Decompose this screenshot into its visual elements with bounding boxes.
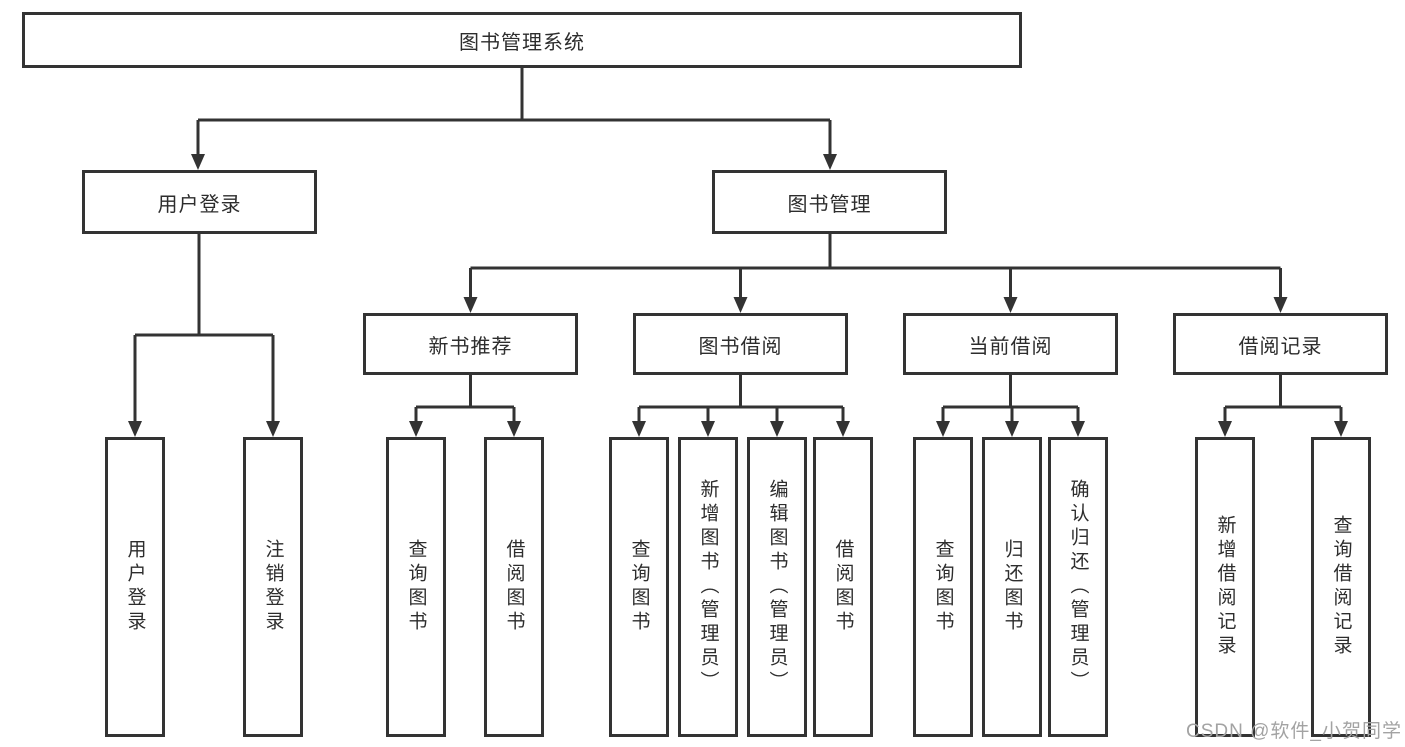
leaf-logout: 注销登录 [243, 437, 303, 737]
leaf-return-books: 归还图书 [982, 437, 1042, 737]
node-current-borrowing: 当前借阅 [903, 313, 1118, 375]
leaf-label: 借阅图书 [503, 539, 525, 635]
leaf-label: 查询图书 [405, 539, 427, 635]
leaf-borrow-books: 借阅图书 [484, 437, 544, 737]
leaf-label: 新增图书（管理员） [697, 479, 719, 695]
leaf-label: 注销登录 [262, 539, 284, 635]
leaf-label: 新增借阅记录 [1214, 515, 1236, 659]
node-label: 借阅记录 [1238, 335, 1323, 358]
leaf-borrow-books: 借阅图书 [813, 437, 873, 737]
leaf-label: 归还图书 [1001, 539, 1023, 635]
leaf-label: 查询借阅记录 [1330, 515, 1352, 659]
leaf-label: 用户登录 [124, 539, 146, 635]
node-book-borrowing: 图书借阅 [633, 313, 848, 375]
leaf-query-books: 查询图书 [913, 437, 973, 737]
node-library-management-system: 图书管理系统 [22, 12, 1022, 68]
leaf-edit-books-admin: 编辑图书（管理员） [747, 437, 807, 737]
leaf-label: 查询图书 [628, 539, 650, 635]
node-new-book-recommendation: 新书推荐 [363, 313, 578, 375]
csdn-watermark: CSDN @软件_小贺同学 [1186, 721, 1402, 742]
leaf-query-borrow-record: 查询借阅记录 [1311, 437, 1371, 737]
node-label: 当前借阅 [968, 335, 1053, 358]
leaf-confirm-return-admin: 确认归还（管理员） [1048, 437, 1108, 737]
leaf-query-books: 查询图书 [609, 437, 669, 737]
node-label: 图书管理 [787, 193, 872, 216]
node-label: 用户登录 [157, 193, 242, 216]
leaf-label: 查询图书 [932, 539, 954, 635]
node-user-login: 用户登录 [82, 170, 317, 234]
node-label: 图书借阅 [698, 335, 783, 358]
node-label: 新书推荐 [428, 335, 513, 358]
leaf-label: 借阅图书 [832, 539, 854, 635]
leaf-add-books-admin: 新增图书（管理员） [678, 437, 738, 737]
node-borrowing-records: 借阅记录 [1173, 313, 1388, 375]
leaf-label: 确认归还（管理员） [1067, 479, 1089, 695]
leaf-user-login: 用户登录 [105, 437, 165, 737]
node-label: 图书管理系统 [459, 31, 585, 54]
leaf-query-books: 查询图书 [386, 437, 446, 737]
node-book-management: 图书管理 [712, 170, 947, 234]
leaf-label: 编辑图书（管理员） [766, 479, 788, 695]
leaf-add-borrow-record: 新增借阅记录 [1195, 437, 1255, 737]
